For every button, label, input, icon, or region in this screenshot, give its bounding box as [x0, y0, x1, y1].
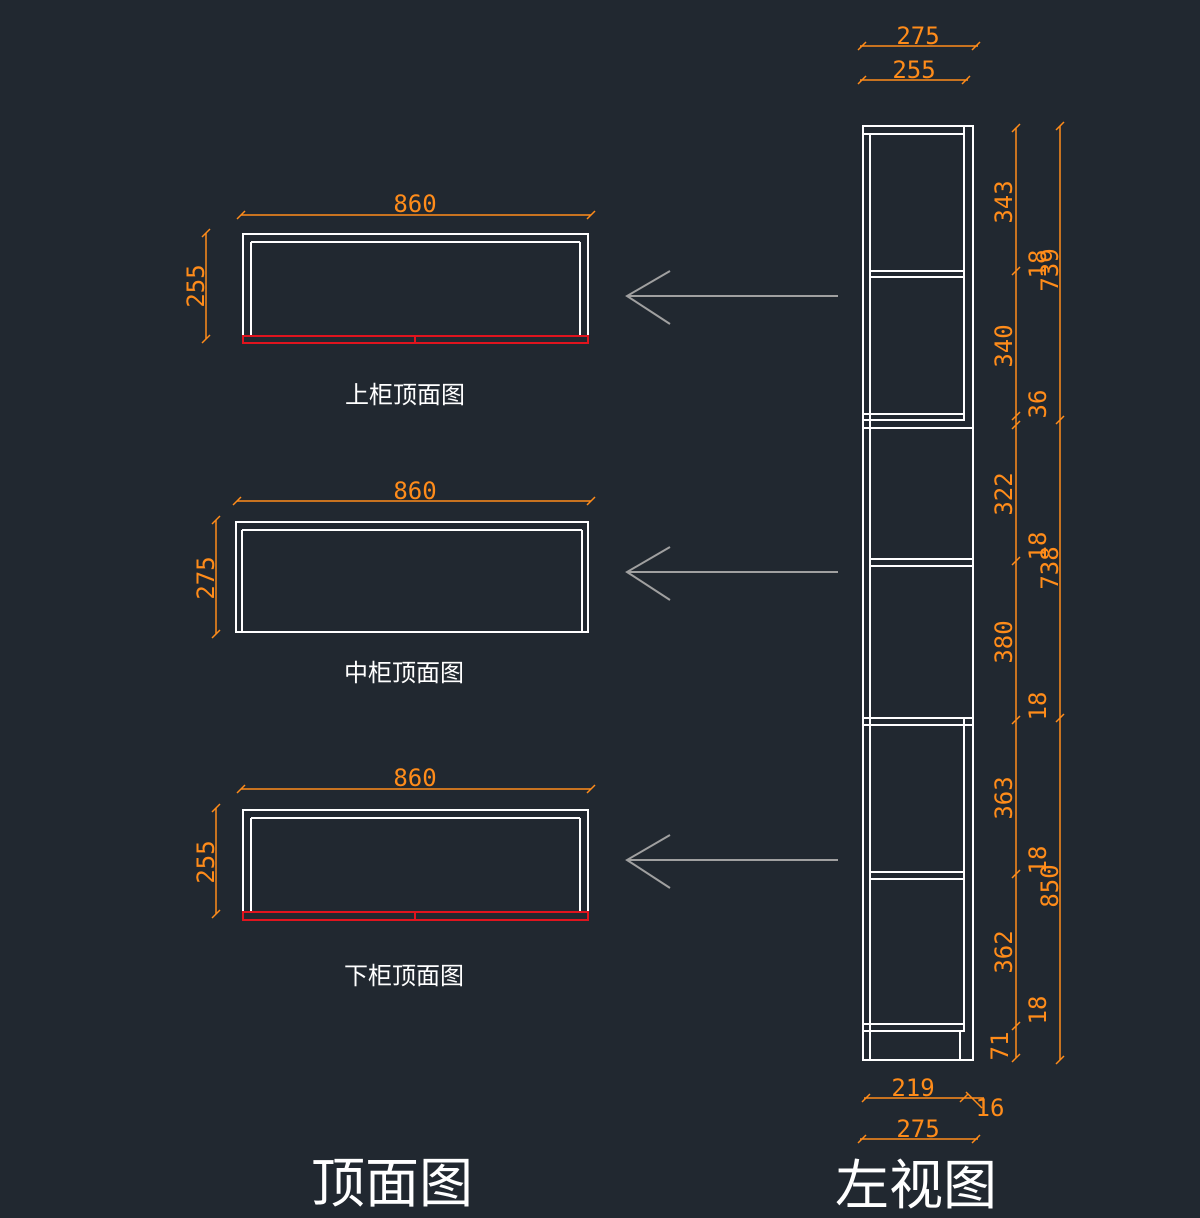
arrow-lower	[625, 834, 838, 889]
middle-depth-dim: 275	[192, 556, 220, 599]
inner-dim-18-c: 18	[1024, 692, 1052, 721]
middle-cabinet-top-view: 860 275 中柜顶面图	[192, 477, 596, 687]
inner-dim-343: 343	[990, 180, 1018, 223]
outer-dim-850: 850	[1036, 864, 1064, 907]
upper-width-dim: 860	[393, 190, 436, 218]
inner-dim-363: 363	[990, 776, 1018, 819]
inner-dim-18-e: 18	[1024, 996, 1052, 1025]
inner-dim-36: 36	[1024, 390, 1052, 419]
lower-caption: 下柜顶面图	[344, 962, 464, 990]
bottom-dim-219: 219	[891, 1074, 934, 1102]
middle-width-dim: 860	[393, 477, 436, 505]
lower-cabinet-top-view: 860 255 下柜顶面图	[192, 764, 596, 990]
bottom-dim-16: 16	[976, 1094, 1005, 1122]
arrow-upper	[625, 270, 838, 325]
inner-dim-340: 340	[990, 324, 1018, 367]
outer-dim-739: 739	[1036, 248, 1064, 291]
upper-cabinet-top-view: 860 255 上柜顶面图	[182, 190, 596, 409]
inner-dim-71: 71	[986, 1032, 1014, 1061]
inner-dim-362: 362	[990, 930, 1018, 973]
inner-dim-18-d: 18	[1024, 846, 1052, 875]
upper-depth-dim: 255	[182, 264, 210, 307]
upper-caption: 上柜顶面图	[345, 381, 465, 409]
outer-dim-738: 738	[1036, 546, 1064, 589]
inner-dim-322: 322	[990, 472, 1018, 515]
outer-dim-ticks	[1055, 121, 1065, 1065]
side-top-dim-outer: 275	[896, 22, 939, 50]
top-view-title: 顶面图	[311, 1152, 473, 1215]
bottom-dim-275: 275	[896, 1115, 939, 1143]
middle-caption: 中柜顶面图	[344, 659, 464, 687]
inner-dim-18-b: 18	[1024, 532, 1052, 561]
lower-depth-dim: 255	[192, 840, 220, 883]
side-top-dim-inner: 255	[892, 56, 935, 84]
left-view-title: 左视图	[835, 1154, 997, 1217]
inner-dim-18-a: 18	[1024, 250, 1052, 279]
lower-width-dim: 860	[393, 764, 436, 792]
arrow-middle	[625, 546, 838, 601]
inner-dim-ticks	[1011, 123, 1021, 1063]
inner-dim-380: 380	[990, 620, 1018, 663]
left-side-view: 275 255 343 1	[857, 22, 1065, 1144]
